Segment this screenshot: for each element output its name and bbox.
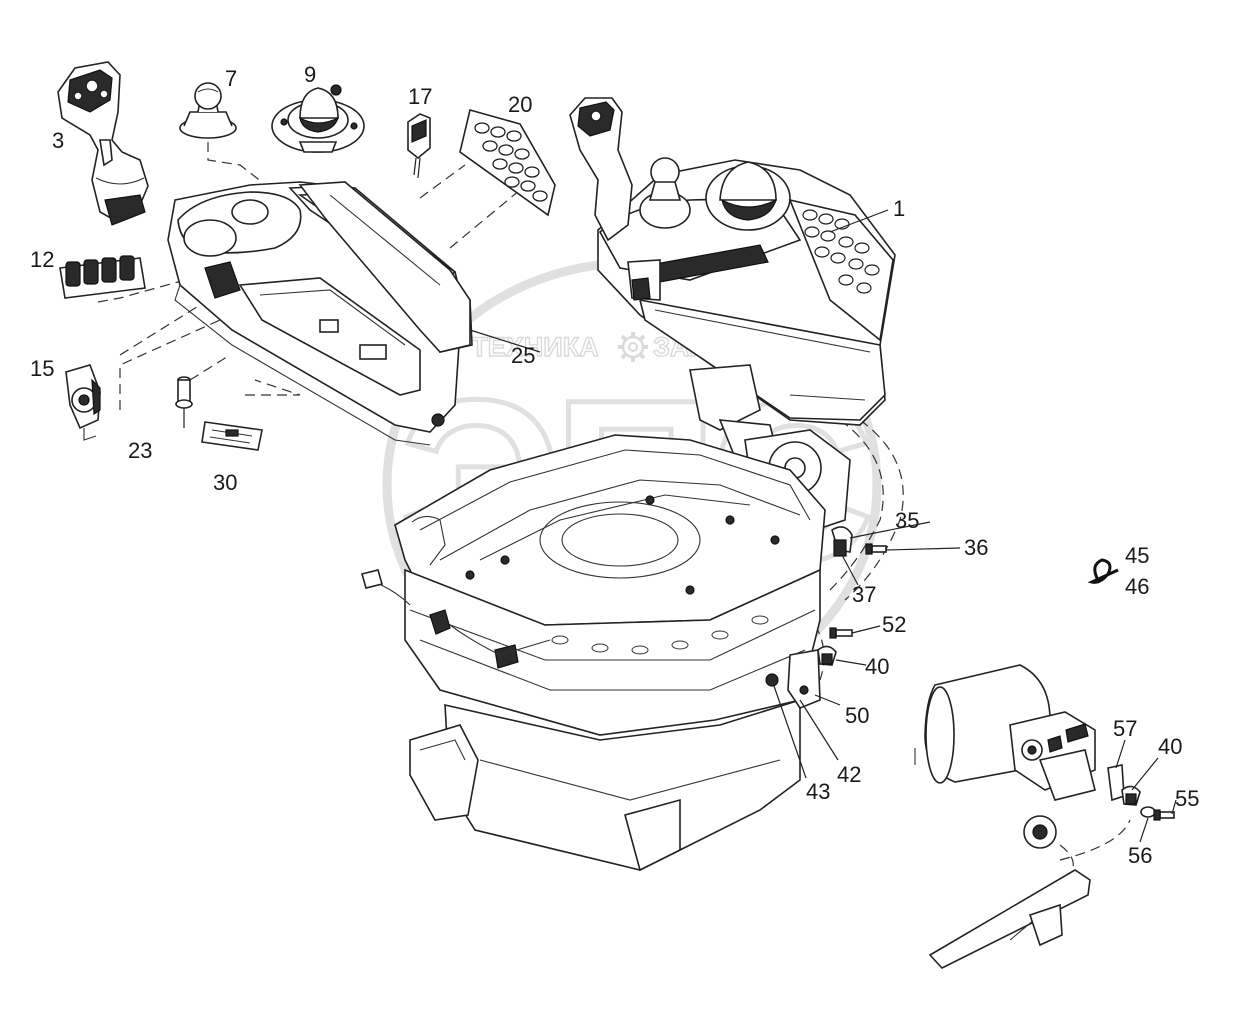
callout-52: 52 bbox=[882, 612, 907, 637]
callout-43: 43 bbox=[806, 779, 831, 804]
part-17-switch bbox=[407, 113, 431, 179]
callout-3: 3 bbox=[52, 128, 65, 153]
part-23-fitting bbox=[175, 376, 193, 409]
seat-frame bbox=[361, 434, 826, 872]
callout-45: 45 bbox=[1125, 543, 1150, 568]
callout-36: 36 bbox=[964, 535, 989, 560]
leader-lines bbox=[183, 209, 1177, 843]
callout-9: 9 bbox=[304, 62, 317, 87]
callout-23: 23 bbox=[128, 438, 153, 463]
part-15-rotary-knob bbox=[65, 364, 101, 441]
part-30-label-plate bbox=[201, 421, 263, 451]
part-9-ball-joystick bbox=[271, 84, 365, 153]
callout-55: 55 bbox=[1175, 786, 1200, 811]
callout-20: 20 bbox=[508, 92, 533, 117]
gear-icon bbox=[618, 332, 648, 362]
part-7-joystick-knob bbox=[179, 82, 237, 139]
callout-1: 1 bbox=[893, 196, 906, 221]
callout-7: 7 bbox=[225, 66, 238, 91]
part-40-clamp-upper bbox=[817, 645, 837, 666]
part-55-bolt bbox=[1153, 809, 1175, 821]
part-1-assembled-console bbox=[569, 97, 896, 426]
part-20-keypad-cover bbox=[459, 109, 556, 217]
callout-15: 15 bbox=[30, 356, 55, 381]
callout-30: 30 bbox=[213, 470, 238, 495]
part-56-washer bbox=[1140, 806, 1156, 818]
callout-25: 25 bbox=[511, 343, 536, 368]
callout-40-lower: 40 bbox=[1158, 734, 1183, 759]
part-45-cable-tie bbox=[1087, 558, 1119, 584]
part-3-joystick-left bbox=[57, 61, 149, 226]
callout-40-upper: 40 bbox=[865, 654, 890, 679]
callout-50: 50 bbox=[845, 703, 870, 728]
callout-37: 37 bbox=[852, 582, 877, 607]
cylinder-assembly bbox=[914, 664, 1096, 849]
part-50-bracket bbox=[787, 649, 821, 709]
callout-42: 42 bbox=[837, 762, 862, 787]
callout-56: 56 bbox=[1128, 843, 1153, 868]
part-52-bolt bbox=[829, 627, 853, 639]
callout-17: 17 bbox=[408, 84, 433, 109]
lower-right-rail bbox=[928, 869, 1091, 969]
part-12-switch-bank bbox=[59, 255, 146, 299]
part-43-washer bbox=[765, 673, 779, 687]
callout-57: 57 bbox=[1113, 716, 1138, 741]
part-25-armrest-pad bbox=[298, 181, 471, 353]
callout-46: 46 bbox=[1125, 574, 1150, 599]
part-35-clamp bbox=[831, 526, 853, 557]
part-57-bracket bbox=[1107, 764, 1125, 802]
part-36-screw bbox=[865, 543, 887, 555]
callout-12: 12 bbox=[30, 247, 55, 272]
part-40-clamp-lower bbox=[1121, 785, 1141, 806]
callout-35: 35 bbox=[895, 508, 920, 533]
